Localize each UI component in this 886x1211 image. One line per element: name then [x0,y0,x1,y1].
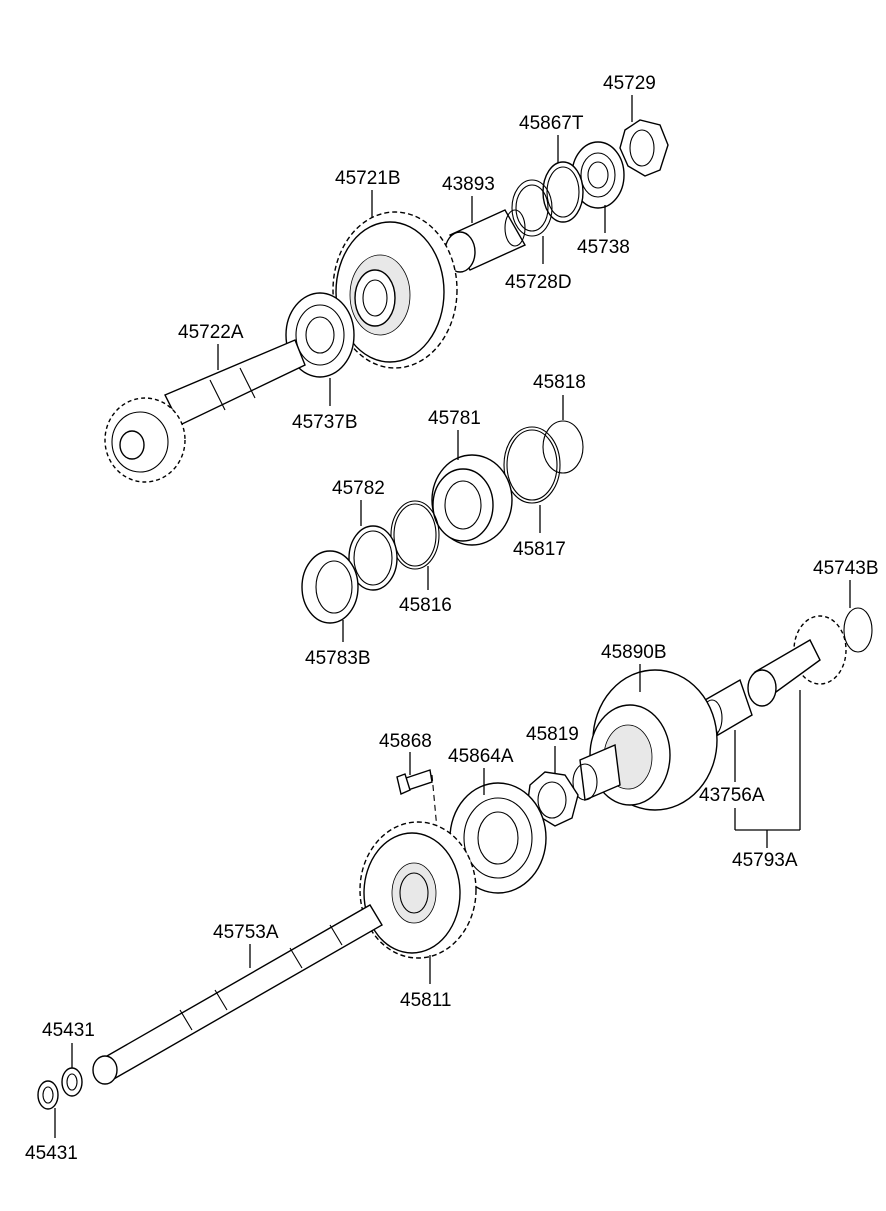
part-45864A-bearing[interactable] [449,782,547,894]
part-43893-sleeve[interactable] [444,209,526,273]
part-45722A-shaft[interactable] [104,339,306,483]
label-43893: 43893 [442,174,495,195]
label-45721B: 45721B [335,168,401,189]
part-45743B-ring[interactable] [843,607,873,653]
part-45783B-cone[interactable] [301,550,359,624]
part-45782-ring[interactable] [348,525,398,591]
part-45818-ring[interactable] [542,420,584,474]
part-45431-washer-inner[interactable] [37,1080,59,1110]
leader-lines [54,95,851,1138]
label-45753A: 45753A [213,922,279,943]
label-45431-bottom: 45431 [25,1143,78,1164]
label-45816: 45816 [399,595,452,616]
part-45737B-bearing[interactable] [285,292,355,378]
label-45867T: 45867T [519,113,584,134]
label-45738: 45738 [577,237,630,258]
part-45781-hub[interactable] [431,454,513,546]
label-45868: 45868 [379,731,432,752]
part-45431-washer-outer[interactable] [61,1067,83,1097]
label-45782: 45782 [332,478,385,499]
label-45811: 45811 [400,990,451,1011]
label-45722A: 45722A [178,322,244,343]
part-45890B-differential[interactable] [572,669,718,811]
label-45783B: 45783B [305,648,371,669]
part-45817-ring[interactable] [503,426,561,504]
part-45753A-shaft[interactable] [92,904,383,1085]
label-45819: 45819 [526,724,579,745]
label-45890B: 45890B [601,642,667,663]
part-45793A-gear-shaft[interactable] [747,615,847,707]
label-45781: 45781 [428,408,481,429]
part-45868-bolt[interactable] [396,769,439,841]
label-45743B: 45743B [813,558,879,579]
label-45729: 45729 [603,73,656,94]
label-45818: 45818 [533,372,586,393]
label-45793A: 45793A [732,850,798,871]
label-45431-top: 45431 [42,1020,95,1041]
part-45721B-gear[interactable] [332,211,458,369]
label-45864A: 45864A [448,746,514,767]
part-45728D-ring[interactable] [511,179,553,237]
label-45737B: 45737B [292,412,358,433]
part-45811-gear[interactable] [359,821,477,959]
part-45816-ring[interactable] [390,500,440,570]
label-43756A: 43756A [699,785,765,806]
label-45728D: 45728D [505,272,572,293]
part-45729-nut[interactable] [619,119,669,177]
label-45817: 45817 [513,539,566,560]
